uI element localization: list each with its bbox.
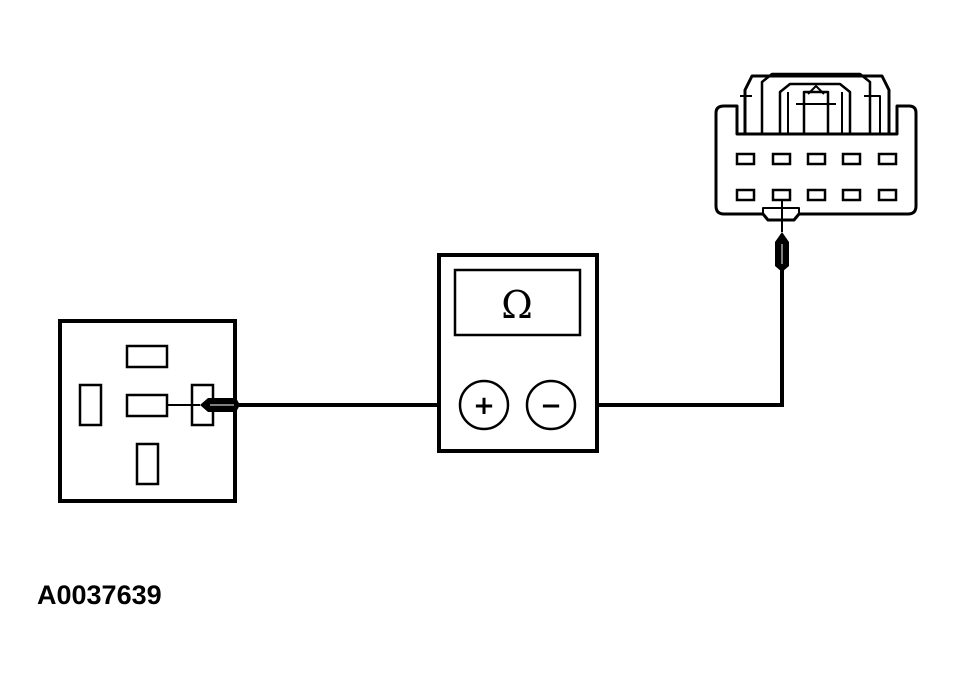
relay-terminal-top [125, 344, 169, 369]
harness-connector [714, 72, 918, 222]
figure-id: A0037639 [37, 580, 162, 610]
pin-cavity [877, 152, 898, 166]
negative-terminal-label: − [540, 391, 562, 421]
pin-cavity [771, 152, 792, 166]
pin-cavity [806, 152, 827, 166]
pin-cavity [841, 152, 862, 166]
positive-terminal-label: + [473, 391, 495, 421]
test-leads [238, 270, 784, 407]
pin-cavity [735, 188, 756, 202]
positive-terminal [458, 379, 510, 431]
pin-cavity [806, 188, 827, 202]
relay-terminal-bottom [135, 442, 160, 486]
pin-cavity [735, 152, 756, 166]
relay-terminal-left [78, 383, 103, 427]
pin-cavity [771, 188, 792, 202]
ohm-symbol: Ω [501, 283, 533, 327]
connector-latch [743, 74, 891, 134]
connector-pins [735, 152, 898, 202]
pin-cavity [841, 188, 862, 202]
connector-housing [714, 104, 918, 222]
multimeter: Ω + − [437, 253, 599, 453]
negative-lead-wire [575, 270, 784, 407]
right-test-probe [775, 195, 789, 272]
pin-cavity [877, 188, 898, 202]
left-test-probe [167, 398, 240, 412]
relay-terminal-center [125, 393, 169, 418]
negative-terminal [525, 379, 577, 431]
multimeter-display [453, 268, 582, 337]
